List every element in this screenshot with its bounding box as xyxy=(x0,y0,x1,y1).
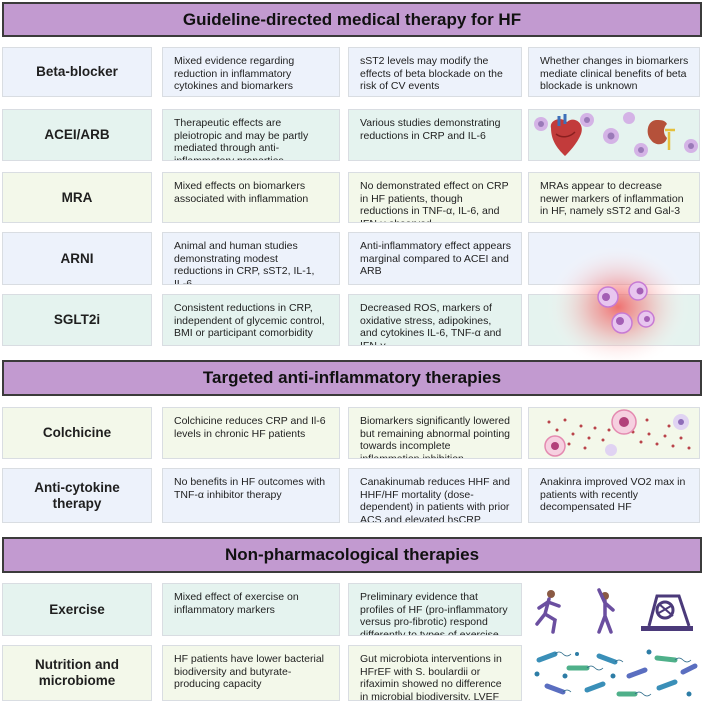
exercise-col3: Preliminary evidence that profiles of HF… xyxy=(348,583,522,636)
anti-cytokine-col3: Canakinumab reduces HHF and HHF/HF morta… xyxy=(348,468,522,523)
anti-cytokine-col2: No benefits in HF outcomes with TNF-α in… xyxy=(162,468,340,523)
inflamed-cells-illustration xyxy=(520,245,708,360)
row-label-mra: MRA xyxy=(2,172,152,223)
row-label-exercise: Exercise xyxy=(2,583,152,636)
beta-blocker-col4: Whether changes in biomarkers mediate cl… xyxy=(528,47,700,97)
row-label-anti-cytokine: Anti-cytokine therapy xyxy=(2,468,152,523)
acei-arb-col2: Therapeutic effects are pleiotropic and … xyxy=(162,109,340,161)
mra-col4: MRAs appear to decrease newer markers of… xyxy=(528,172,700,223)
nutrition-col2: HF patients have lower bacterial biodive… xyxy=(162,645,340,701)
bacteria-illustration xyxy=(528,645,700,701)
sglt2i-col3: Decreased ROS, markers of oxidative stre… xyxy=(348,294,522,346)
section-banner-gdmt: Guideline-directed medical therapy for H… xyxy=(2,2,702,37)
colchicine-col3: Biomarkers significantly lowered but rem… xyxy=(348,407,522,459)
section-banner-targeted: Targeted anti-inflammatory therapies xyxy=(2,360,702,396)
beta-blocker-col2: Mixed evidence regarding reduction in in… xyxy=(162,47,340,97)
nutrition-col3: Gut microbiota interventions in HFrEF wi… xyxy=(348,645,522,701)
row-label-sglt2i: SGLT2i xyxy=(2,294,152,346)
section-banner-nonpharm: Non-pharmacological therapies xyxy=(2,537,702,573)
anti-cytokine-col4: Anakinra improved VO2 max in patients wi… xyxy=(528,468,700,523)
arni-col2: Animal and human studies demonstrating m… xyxy=(162,232,340,285)
exercise-col2: Mixed effect of exercise on inflammatory… xyxy=(162,583,340,636)
row-label-arni: ARNI xyxy=(2,232,152,285)
arni-col3: Anti-inflammatory effect appears margina… xyxy=(348,232,522,285)
inflammatory-cells-illustration xyxy=(528,407,700,459)
heart-kidney-cells-illustration xyxy=(528,109,700,161)
row-label-colchicine: Colchicine xyxy=(2,407,152,459)
row-label-beta-blocker: Beta-blocker xyxy=(2,47,152,97)
acei-arb-col3: Various studies demonstrating reductions… xyxy=(348,109,522,161)
sglt2i-col2: Consistent reductions in CRP, independen… xyxy=(162,294,340,346)
mra-col3: No demonstrated effect on CRP in HF pati… xyxy=(348,172,522,223)
beta-blocker-col3: sST2 levels may modify the effects of be… xyxy=(348,47,522,97)
mra-col2: Mixed effects on biomarkers associated w… xyxy=(162,172,340,223)
colchicine-col2: Colchicine reduces CRP and Il-6 levels i… xyxy=(162,407,340,459)
exercise-figures-illustration xyxy=(528,583,700,636)
row-label-nutrition-microbiome: Nutrition and microbiome xyxy=(2,645,152,701)
row-label-acei-arb: ACEI/ARB xyxy=(2,109,152,161)
